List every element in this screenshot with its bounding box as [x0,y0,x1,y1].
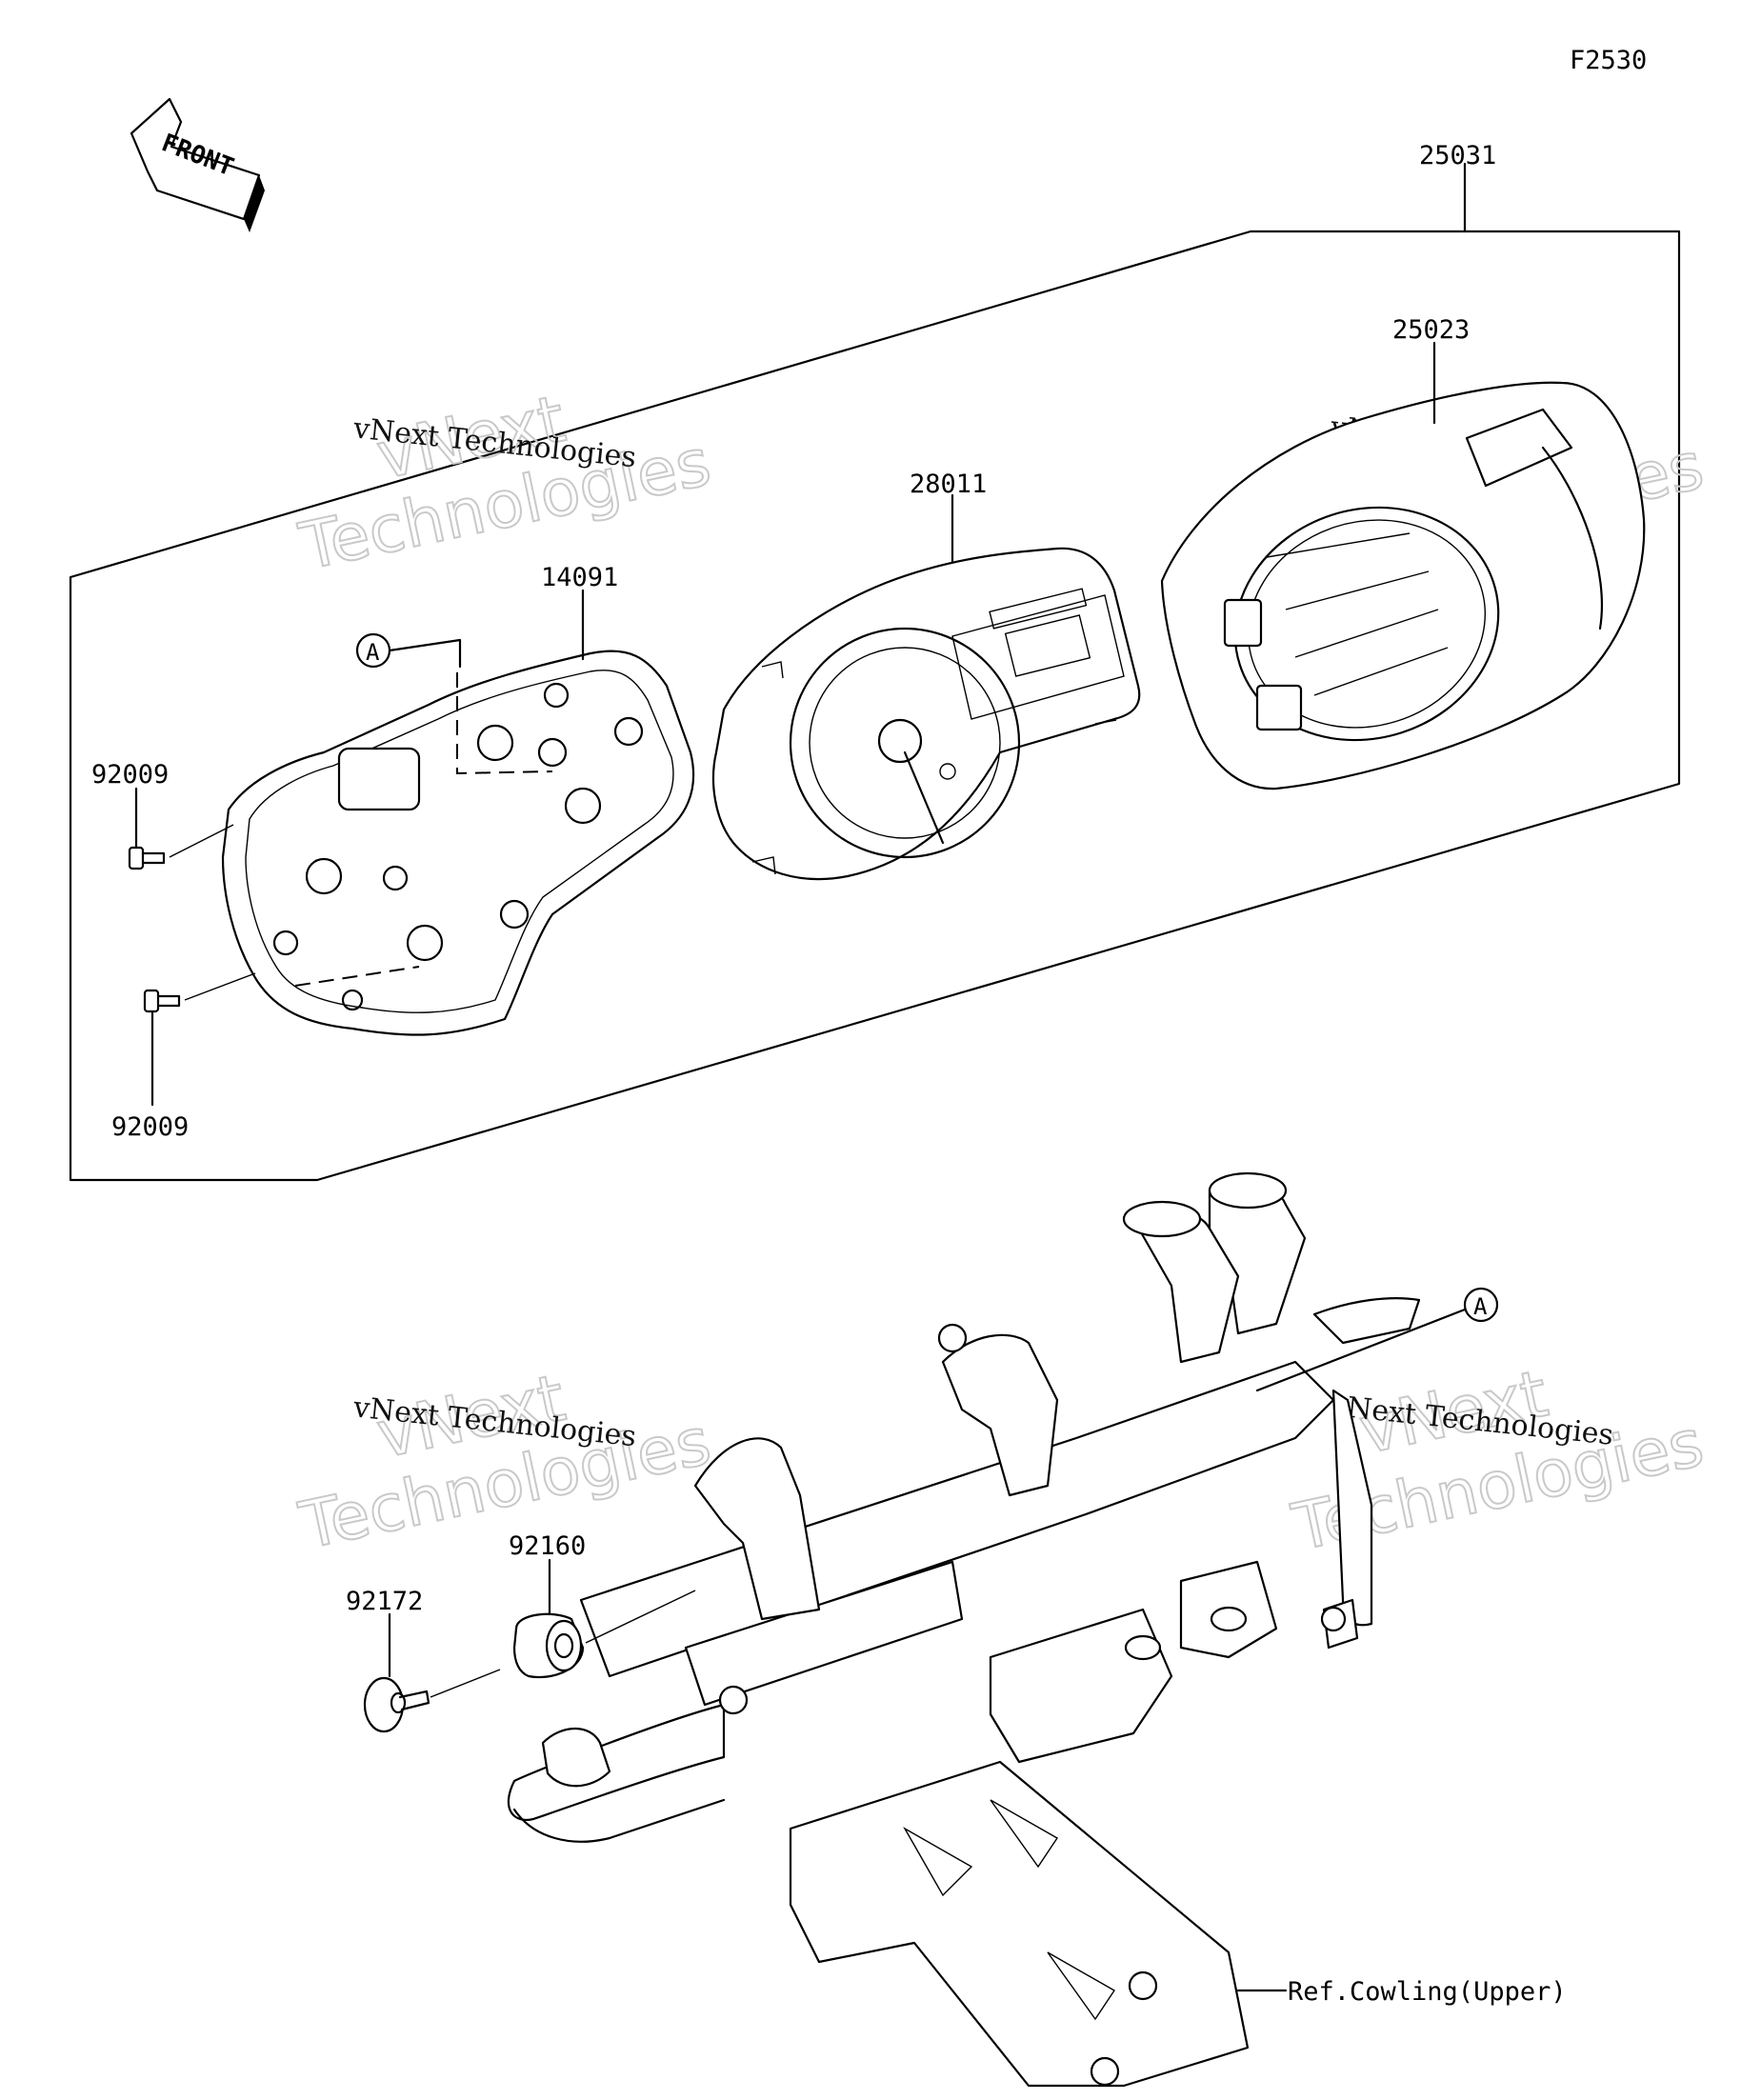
meter-case [221,589,695,1036]
svg-text:A: A [1473,1293,1488,1320]
grommet [512,1558,696,1679]
assembly-box-outline [69,230,1681,1182]
screw-lower [143,972,256,1107]
meter-unit [711,493,1141,881]
front-arrow-icon: FRONT [130,97,265,232]
screw-upper [128,787,234,870]
part-number-92160: 92160 [509,1531,586,1561]
grommet-screw [363,1612,501,1733]
part-number-14091: 14091 [541,563,618,592]
figure-code: F2530 [1570,46,1647,75]
svg-text:A: A [366,639,380,666]
callout-a-lower: A [1255,1287,1499,1392]
part-number-92009-upper: 92009 [91,760,169,790]
part-number-92009-lower: 92009 [111,1112,189,1142]
callout-a-upper: A [355,632,462,669]
meter-cover [1160,341,1646,790]
part-number-25023: 25023 [1392,315,1470,345]
ref-cowling-label: Ref.Cowling(Upper) [1288,1977,1567,2007]
meter-bracket [507,1171,1421,2088]
part-number-28011: 28011 [910,470,987,499]
part-number-92172: 92172 [346,1587,423,1616]
part-number-25031: 25031 [1419,141,1496,170]
